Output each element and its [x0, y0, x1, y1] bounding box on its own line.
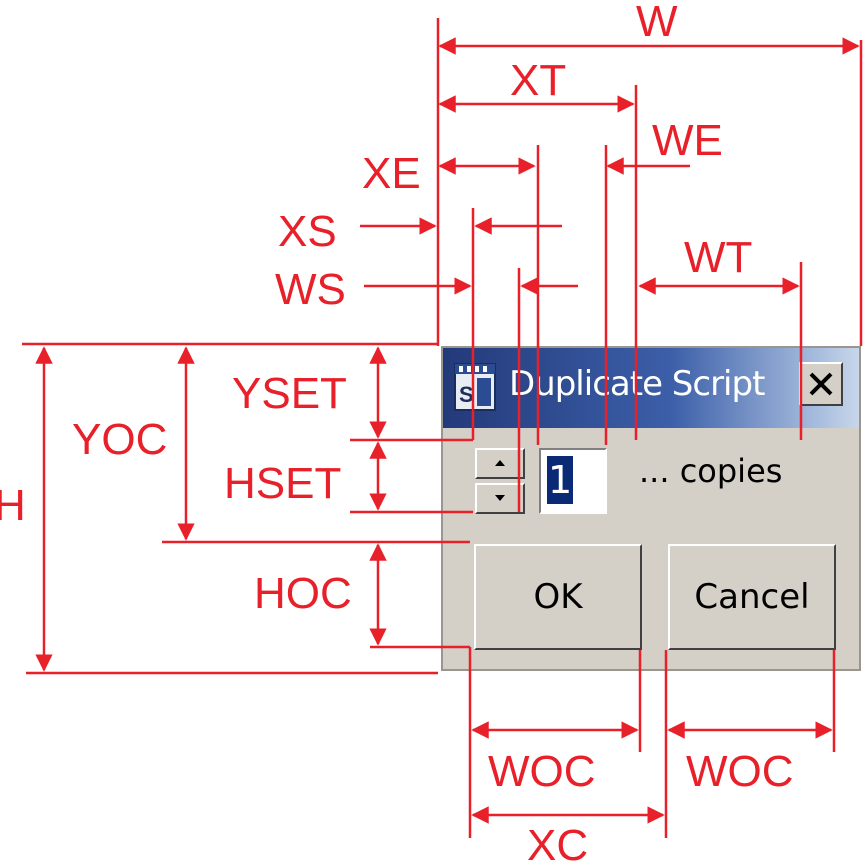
label-wt: WT — [684, 233, 752, 282]
label-hset: HSET — [224, 459, 341, 508]
label-yoc: YOC — [72, 415, 167, 464]
stepper-down-button[interactable] — [475, 483, 525, 514]
close-icon — [809, 372, 833, 396]
stepper-up-button[interactable] — [475, 448, 525, 479]
label-woc-left: WOC — [488, 747, 596, 796]
label-xc: XC — [527, 821, 588, 868]
down-arrow-icon — [495, 495, 505, 501]
copies-stepper[interactable] — [475, 448, 525, 514]
label-ws: WS — [275, 265, 346, 314]
duplicate-script-dialog: S Duplicate Script 1 ... copies OK Cance… — [441, 346, 861, 671]
svg-text:S: S — [459, 382, 474, 407]
cancel-button[interactable]: Cancel — [668, 544, 836, 650]
label-xe: XE — [362, 149, 421, 198]
label-xt: XT — [510, 56, 566, 105]
script-app-icon: S — [453, 362, 497, 412]
label-xs: XS — [278, 207, 337, 256]
copies-count-field[interactable]: 1 — [539, 448, 607, 514]
up-arrow-icon — [495, 460, 505, 466]
label-yset: YSET — [232, 369, 347, 418]
label-w: W — [636, 0, 678, 46]
copies-count-value: 1 — [547, 456, 574, 504]
ok-button[interactable]: OK — [474, 544, 642, 650]
label-woc-right: WOC — [686, 747, 794, 796]
copies-label: ... copies — [639, 452, 783, 490]
label-hoc: HOC — [254, 569, 352, 618]
close-button[interactable] — [799, 362, 843, 406]
label-we: WE — [652, 116, 723, 165]
label-h: H — [0, 481, 26, 530]
